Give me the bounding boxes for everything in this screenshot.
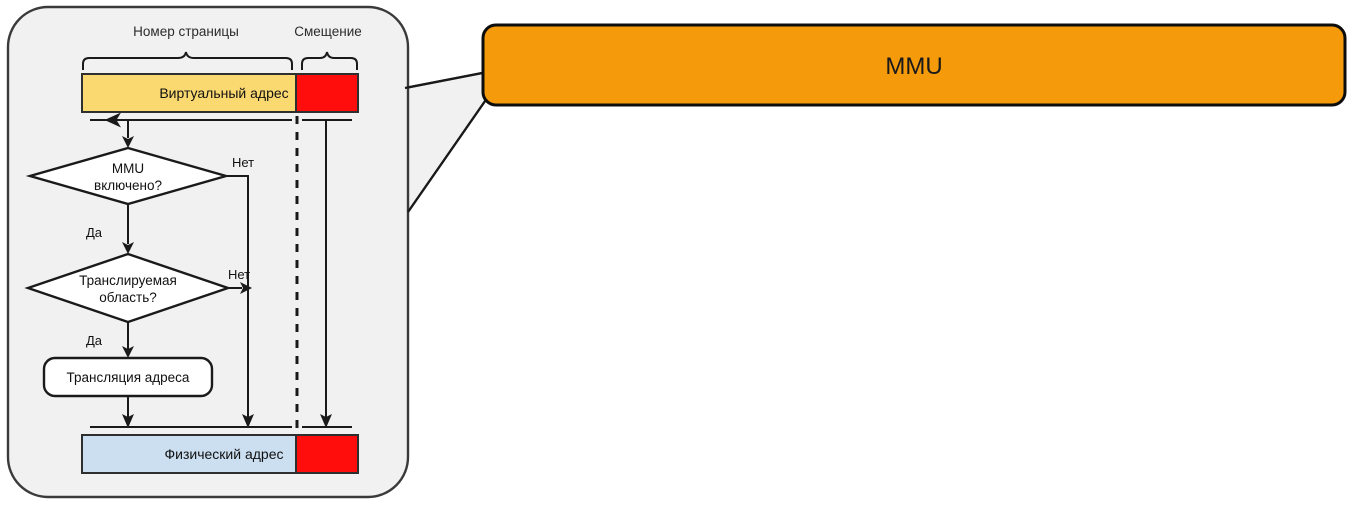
physical-address-label: Физический адрес [165, 446, 284, 462]
virtual-address-label: Виртуальный адрес [159, 85, 288, 101]
brace-page-number [82, 51, 293, 70]
edge-offset-bypass-arrowhead [320, 414, 332, 428]
physical-address-bar: Физический адрес [81, 434, 359, 474]
edge-process-to-physical-arrowhead [122, 414, 134, 428]
virtual-address-offset-field [295, 73, 359, 113]
decision-translatable-region-line2: область? [99, 290, 157, 305]
edge-label-yes-2: Да [86, 333, 103, 348]
callout-tail-fill-patch [399, 86, 404, 214]
process-address-translation: Трансляция адреса [42, 356, 214, 398]
mmu-callout-box-shape [481, 23, 1347, 107]
process-address-translation-label: Трансляция адреса [67, 370, 190, 385]
edge-decision1-no-arrowhead [242, 414, 254, 428]
bit-field-braces [82, 51, 358, 70]
virtual-address-page-field [81, 73, 297, 113]
edge-label-no-2: Нет [228, 267, 250, 282]
physical-address-offset-field [295, 434, 359, 474]
decision-translatable-region-line1: Транслируемая [79, 273, 177, 288]
arrow-bus-to-decision1-head [122, 136, 134, 148]
edge-decision2-yes-arrowhead [122, 346, 134, 358]
mmu-callout-label: MMU [885, 53, 942, 80]
edge-decision1-no [226, 175, 249, 418]
decision-mmu-enabled-line1: MMU [112, 161, 144, 176]
edge-decision1-yes-arrowhead [122, 242, 134, 254]
edge-label-yes-1: Да [86, 225, 103, 240]
decision-mmu-enabled-line2: включено? [94, 178, 162, 193]
brace-offset [301, 51, 358, 70]
label-page-number: Номер страницы [133, 24, 239, 39]
virtual-address-bar: Виртуальный адрес [81, 73, 359, 113]
edge-label-no-1: Нет [232, 155, 254, 170]
mmu-callout-box: MMU [481, 23, 1347, 107]
label-offset: Смещение [294, 24, 362, 39]
edge-decision2-no-arrowhead [240, 282, 252, 294]
